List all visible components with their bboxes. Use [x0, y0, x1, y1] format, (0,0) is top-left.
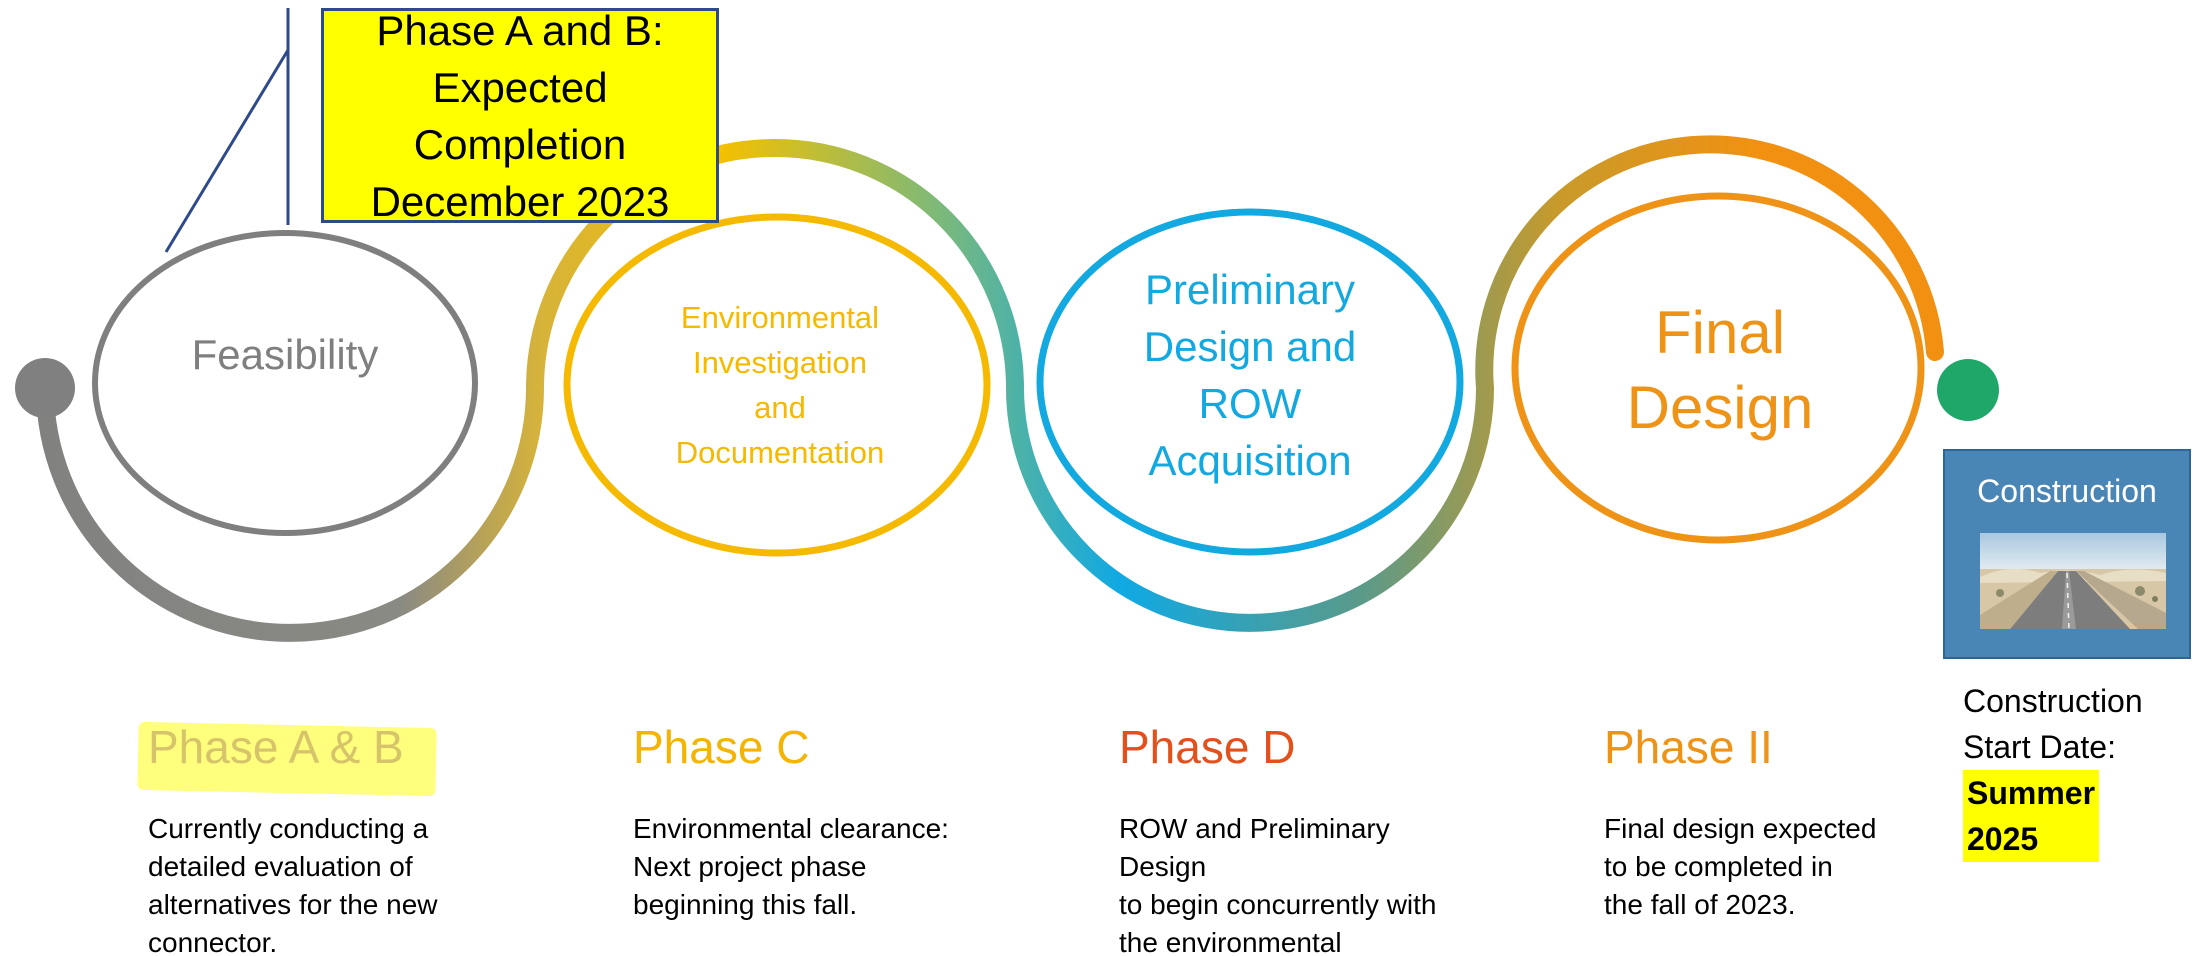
phase-c-description: Environmental clearance: Next project ph… [633, 813, 949, 920]
phase-ii-title: Phase II [1604, 721, 1773, 773]
phase-ab-title: Phase A & B [148, 721, 404, 773]
final-design-ellipse [1511, 192, 1925, 544]
phase-ii-description: Final design expected to be completed in… [1604, 813, 1877, 920]
feasibility-label: Feasibility [191, 331, 379, 378]
highway-photo-icon [1980, 533, 2166, 629]
construction-start-date: Summer 2025 [1963, 770, 2100, 862]
environmental-label: Environmental Investigation and Document… [675, 300, 885, 470]
phase-c-title: Phase C [633, 721, 810, 773]
start-dot [15, 358, 75, 418]
preliminary-label: Preliminary Design and ROW Acquisition [1143, 266, 1357, 484]
construction-title: Construction [1977, 473, 2157, 509]
phase-d-description: ROW and Preliminary Design to begin conc… [1119, 813, 1437, 956]
timeline-path [36, 135, 1944, 642]
end-dot [1937, 359, 1999, 421]
phase-d-title: Phase D [1119, 721, 1296, 773]
phase-ab-description: Currently conducting a detailed evaluati… [148, 813, 438, 956]
completion-callout: Phase A and B: Expected Completion Decem… [321, 7, 719, 225]
callout-pointer-diagonal [164, 49, 290, 253]
highway-photo-graphic [1980, 533, 2166, 629]
construction-start-label: Construction Start Date: [1963, 683, 2143, 765]
feasibility-ellipse [92, 230, 478, 536]
construction-box: Construction [1943, 449, 2191, 659]
environmental-ellipse [563, 213, 991, 557]
preliminary-ellipse [1036, 208, 1464, 556]
final-design-label: Final Design [1626, 299, 1814, 441]
